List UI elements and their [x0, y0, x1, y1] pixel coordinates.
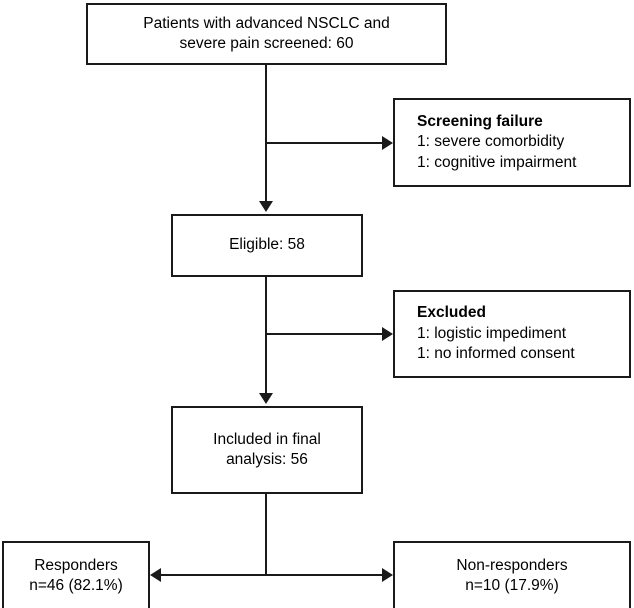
arrowhead-into-screening-failure	[382, 136, 393, 150]
connector-included-to-split	[265, 494, 267, 576]
node-responders: Responders n=46 (82.1%)	[2, 541, 150, 608]
node-screened: Patients with advanced NSCLC and severe …	[86, 3, 447, 65]
arrowhead-into-excluded	[382, 327, 393, 341]
node-screening-failure-line1: 1: severe comorbidity	[417, 133, 565, 151]
arrowhead-into-non-responders	[382, 568, 393, 582]
node-responders-line1: Responders	[34, 556, 118, 574]
node-responders-line2: n=46 (82.1%)	[29, 577, 123, 594]
connector-to-screening-failure	[265, 142, 384, 144]
connector-split-bar	[156, 574, 387, 576]
node-non-responders-line1: Non-responders	[456, 556, 568, 574]
node-screening-failure: Screening failure 1: severe comorbidity …	[393, 98, 631, 187]
node-included-line1: Included in final	[213, 430, 321, 448]
arrowhead-into-responders	[150, 568, 161, 582]
node-excluded-heading: Excluded	[417, 304, 486, 322]
node-excluded-line2: 1: no informed consent	[417, 345, 575, 363]
connector-to-excluded	[265, 333, 384, 335]
arrowhead-into-eligible	[259, 201, 273, 212]
node-screening-failure-heading: Screening failure	[417, 112, 543, 130]
node-screening-failure-line2: 1: cognitive impairment	[417, 153, 577, 171]
node-screened-line2: severe pain screened: 60	[179, 35, 354, 52]
node-excluded: Excluded 1: logistic impediment 1: no in…	[393, 290, 631, 378]
node-non-responders: Non-responders n=10 (17.9%)	[393, 541, 631, 608]
node-included-line2: analysis: 56	[226, 451, 308, 468]
node-non-responders-line2: n=10 (17.9%)	[465, 577, 559, 594]
connector-screened-to-eligible	[265, 65, 267, 203]
node-included: Included in final analysis: 56	[171, 406, 363, 494]
node-screened-line1: Patients with advanced NSCLC and	[143, 14, 390, 32]
connector-eligible-to-included	[265, 277, 267, 395]
arrowhead-into-included	[259, 393, 273, 404]
node-eligible: Eligible: 58	[171, 214, 363, 277]
node-excluded-line1: 1: logistic impediment	[417, 324, 567, 342]
node-eligible-line1: Eligible: 58	[229, 236, 305, 254]
